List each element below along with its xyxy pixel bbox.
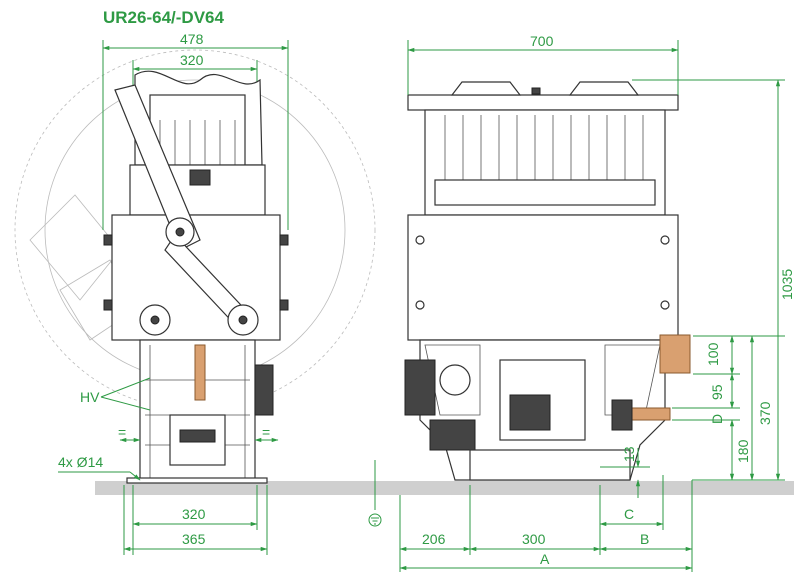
- copper-bar-upper: [659, 334, 691, 374]
- dim-300: 300: [522, 531, 546, 547]
- dim-a: A: [540, 551, 550, 567]
- dim-365: 365: [182, 531, 206, 547]
- dim-100: 100: [705, 342, 721, 366]
- copper-bar-lower: [629, 407, 671, 421]
- dim-180: 180: [735, 439, 751, 463]
- dim-320-top: 320: [180, 52, 204, 68]
- dim-1035: 1035: [779, 269, 794, 300]
- equal-mark-right: =: [262, 424, 270, 440]
- hv-label: HV: [80, 389, 100, 405]
- equal-mark-left: =: [118, 424, 126, 440]
- holes-label: 4x Ø14: [58, 454, 103, 470]
- floor-line: [95, 481, 794, 495]
- dim-478: 478: [180, 31, 204, 47]
- dim-d: D: [709, 414, 725, 424]
- front-view: 700 1035 370 100 95 D 180 13 C 206 300 B…: [399, 33, 794, 572]
- copper-bar-side: [194, 344, 206, 401]
- dim-370: 370: [757, 401, 773, 425]
- dim-13: 13: [621, 446, 637, 462]
- dim-320-bottom: 320: [182, 506, 206, 522]
- fins-front-view: [444, 115, 644, 190]
- main-housing-front: [407, 214, 679, 341]
- dim-95: 95: [709, 384, 725, 400]
- diagram-title: UR26-64/-DV64: [103, 8, 224, 27]
- ground-icon: [368, 460, 382, 527]
- dim-700: 700: [530, 33, 554, 49]
- dim-b: B: [640, 531, 649, 547]
- dim-c: C: [624, 506, 634, 522]
- side-view: HV = = 4x Ø14 478 320 320 365: [14, 31, 376, 555]
- dim-206: 206: [422, 531, 446, 547]
